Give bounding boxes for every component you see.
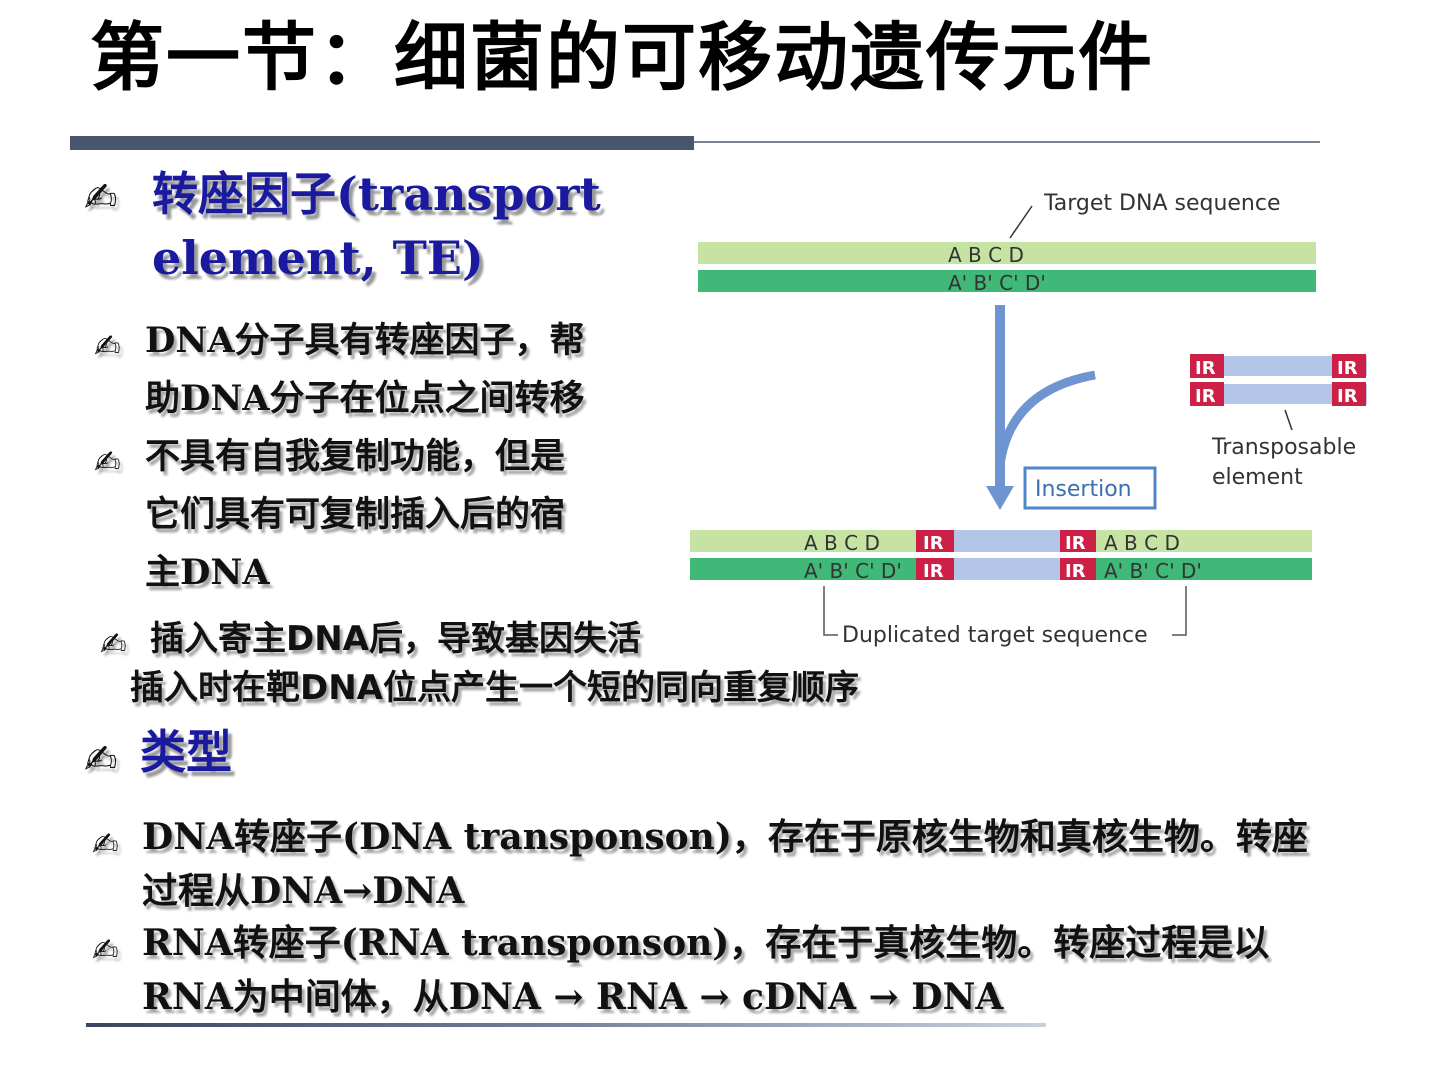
ir-block	[1060, 530, 1096, 552]
section-heading-te-cont: element, TE)	[152, 231, 484, 285]
ir-block	[1332, 382, 1366, 406]
note-text-line: 插入寄主DNA后，导致基因失活	[150, 619, 641, 659]
result-top-strand-left	[690, 530, 916, 552]
bullet-text-line: 主DNA	[145, 552, 270, 593]
insertion-box	[1023, 466, 1157, 510]
result-top-te	[916, 530, 1096, 552]
ir-block	[1060, 558, 1096, 580]
ir-label: IR	[1337, 386, 1358, 407]
target-bottom-letters: A' B' C' D'	[948, 271, 1046, 295]
type-text-line: RNA转座子(RNA transponson)，存在于真核生物。转座过程是以	[142, 922, 1270, 964]
left-bottom-letters: A' B' C' D'	[804, 559, 902, 583]
transposable-label-cont: element	[1212, 465, 1303, 490]
duplicated-bracket	[823, 586, 1187, 636]
ir-label: IR	[923, 561, 944, 582]
bullet-text-line: 它们具有可复制插入后的宿	[145, 494, 566, 535]
ir-label: IR	[1065, 561, 1086, 582]
transposon-insertion-diagram: Target DNA sequence A B C D A' B' C' D' …	[690, 191, 1367, 648]
section-heading-te: 转座因子(transport	[152, 167, 601, 221]
pen-bullet-icon: ✍	[92, 931, 119, 969]
ir-label: IR	[1195, 386, 1216, 407]
pen-bullet-icon: ✍	[94, 443, 121, 481]
duplicated-label: Duplicated target sequence	[842, 623, 1148, 648]
result-top-strand-right	[1096, 530, 1312, 552]
ir-label: IR	[1065, 533, 1086, 554]
title-divider-thick	[70, 136, 694, 150]
pen-bullet-icon: ✍	[84, 737, 118, 783]
ir-block	[1190, 382, 1224, 406]
insertion-arrow-icon	[986, 305, 1096, 510]
left-top-letters: A B C D	[804, 531, 880, 555]
target-top-strand	[698, 242, 1316, 264]
right-bottom-letters: A' B' C' D'	[1104, 559, 1202, 583]
bullet-text-line: DNA分子具有转座因子，帮	[145, 320, 585, 361]
insertion-label: Insertion	[1035, 477, 1132, 502]
result-bottom-te	[916, 558, 1096, 580]
ir-block	[916, 530, 954, 552]
pen-bullet-icon: ✍	[92, 825, 119, 863]
type-text-line: DNA转座子(DNA transponson)，存在于原核生物和真核生物。转座	[142, 816, 1308, 858]
target-bottom-strand	[698, 270, 1316, 292]
target-dna-label: Target DNA sequence	[1043, 191, 1281, 216]
bullet-text-line: 不具有自我复制功能，但是	[145, 436, 566, 477]
footer-divider	[86, 1023, 1046, 1027]
type-text-line: 过程从DNA→DNA	[142, 870, 465, 912]
page-title: 第一节：细菌的可移动遗传元件	[90, 15, 1154, 101]
pen-bullet-icon: ✍	[84, 175, 118, 221]
note-text-line: 插入时在靶DNA位点产生一个短的同向重复顺序	[130, 668, 859, 708]
target-top-letters: A B C D	[948, 243, 1024, 267]
ir-block	[1190, 354, 1224, 378]
transposable-label: Transposable	[1211, 435, 1356, 460]
pen-bullet-icon: ✍	[100, 625, 127, 663]
pen-bullet-icon: ✍	[94, 327, 121, 365]
target-pointer-line	[1009, 205, 1033, 239]
section-heading-types: 类型	[140, 725, 232, 779]
transposable-element: IR IR IR IR	[1190, 354, 1367, 407]
ir-label: IR	[1337, 358, 1358, 379]
bullet-text-line: 助DNA分子在位点之间转移	[145, 378, 585, 419]
ir-label: IR	[1195, 358, 1216, 379]
result-bottom-strand-left	[690, 558, 916, 580]
type-text-line: RNA为中间体，从DNA → RNA → cDNA → DNA	[142, 976, 1004, 1018]
result-bottom-strand-right	[1096, 558, 1312, 580]
ir-block	[916, 558, 954, 580]
te-pointer-line	[1284, 409, 1293, 431]
ir-block	[1332, 354, 1366, 378]
ir-label: IR	[923, 533, 944, 554]
title-divider-thin	[694, 141, 1320, 143]
right-top-letters: A B C D	[1104, 531, 1180, 555]
